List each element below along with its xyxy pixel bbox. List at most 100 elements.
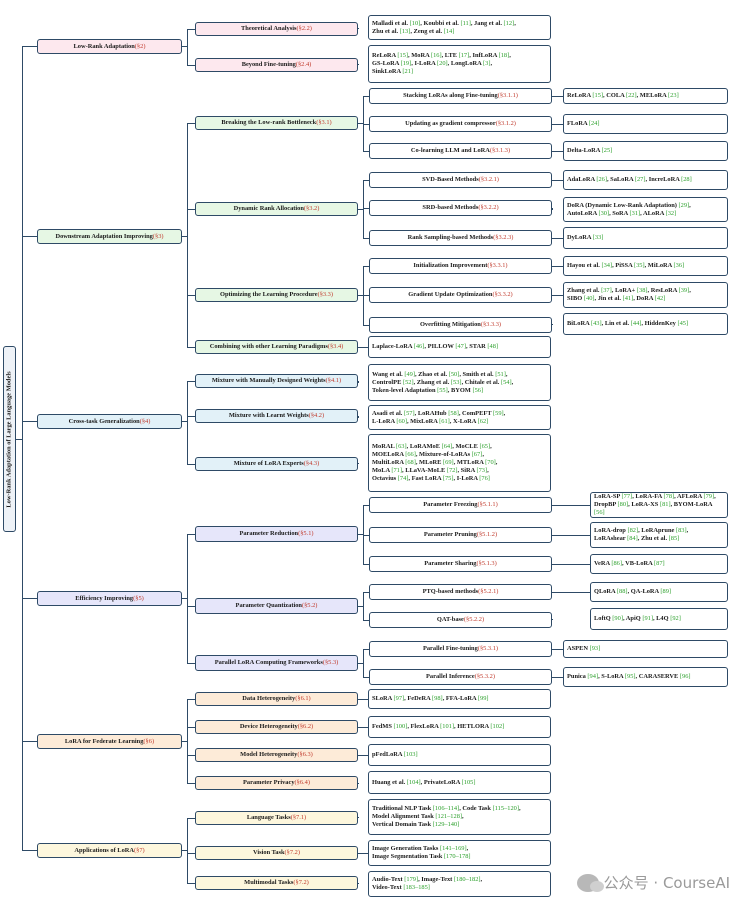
node-s521: PTQ-based methods (§5.2.1) — [369, 584, 552, 600]
method-name: Punica — [567, 673, 588, 680]
method-name: , Jin et al. — [594, 295, 623, 302]
citation-ref: [33] — [592, 234, 604, 241]
citation-ref: [91] — [642, 615, 653, 622]
method-name: , — [514, 19, 516, 27]
connector-line — [182, 236, 187, 237]
citation-ref: [40] — [583, 295, 595, 302]
method-name: Hayou et al. — [567, 262, 602, 269]
leaf-vt: Image Generation Tasks [141–169],Image S… — [368, 840, 551, 866]
node-lra: Low-Rank Adaptation(§2) — [37, 39, 182, 54]
node-label: SRD-based Methods — [422, 204, 479, 211]
method-name: , PiSSA — [612, 262, 634, 269]
node-lt: Language Tasks(§7.1) — [195, 811, 358, 825]
citation-ref: [46] — [413, 343, 425, 350]
leaf-s521: QLoRA [88], QA-LoRA [89] — [590, 582, 728, 602]
method-name: , PILLOW — [424, 343, 456, 350]
node-label: Mixture with Manually Designed Weights — [211, 377, 326, 384]
section-ref: (§5.2.2) — [463, 616, 485, 623]
connector-line — [363, 563, 369, 565]
method-name: , LongLoRA — [447, 60, 483, 67]
citation-ref: [37] — [601, 287, 612, 294]
section-ref: (§4.3) — [303, 460, 320, 467]
section-ref: (§5.2) — [301, 602, 318, 609]
section-ref: (§3) — [152, 232, 164, 240]
connector-line — [182, 46, 187, 47]
method-name: , MLoRE — [415, 459, 444, 466]
node-label: Parallel Inference — [426, 673, 475, 680]
node-label: Rank Sampling-based Methods — [407, 234, 494, 241]
leaf-line: Image Segmentation Task [170–178] — [372, 853, 471, 861]
leaf-content: LoRA-drop [82], LoRAprune [83],LoRAshear… — [594, 527, 688, 543]
section-ref: (§6.1) — [295, 695, 311, 702]
connector-line — [552, 179, 563, 181]
leaf-mt: Audio-Text [179], Image-Text [180–182],V… — [368, 871, 551, 897]
leaf-content: Hayou et al. [34], PiSSA [35], MiLoRA [3… — [567, 262, 684, 270]
section-ref: (§4.1) — [325, 377, 342, 384]
citation-ref: [73] — [476, 467, 488, 474]
method-name: , ComPEFT — [458, 409, 493, 417]
citation-ref: [179] — [404, 876, 419, 883]
connector-line — [187, 605, 195, 607]
leaf-line: LoRA-SP [77], LoRA-FA [78], AFLoRA [79], — [594, 493, 724, 501]
connector-line — [552, 648, 563, 650]
leaf-line: LoRAshear [84], Zhu et al. [85] — [594, 535, 688, 543]
connector-line — [358, 852, 368, 854]
method-name: , — [495, 459, 498, 466]
section-ref: (§7.1) — [290, 814, 307, 821]
connector-line — [358, 605, 363, 607]
method-name: , VB-LoRA — [622, 560, 655, 567]
leaf-cwo: Laplace-LoRA [46], PILLOW [47], STAR [48… — [368, 336, 551, 358]
connector-line — [552, 504, 590, 506]
leaf-content: DoRA (Dynamic Low-Rank Adaptation) [29],… — [567, 202, 691, 218]
method-name: , — [689, 201, 691, 209]
leaf-line: MoLA [71], LLaVA-MoLE [72], SiRA [73], — [372, 467, 497, 475]
method-name: DoRA (Dynamic Low-Rank Adaptation) — [567, 201, 679, 209]
citation-ref: [3] — [483, 60, 491, 67]
citation-ref: [47] — [455, 343, 466, 350]
method-name: LoRAshear — [594, 535, 628, 542]
node-label: Parameter Freezing — [423, 501, 478, 508]
node-label: Parallel LoRA Computing Frameworks — [214, 659, 323, 666]
citation-ref: [26] — [596, 176, 607, 183]
node-s333: Overfitting Mitigation(§3.3.3) — [369, 317, 552, 333]
node-s332: Gradient Update Optimization(§3.3.2) — [369, 287, 552, 303]
connector-line — [22, 741, 37, 742]
method-name: FLoRA — [567, 120, 589, 127]
method-name: , — [686, 527, 689, 534]
citation-ref: [20] — [437, 60, 448, 67]
citation-ref: [94] — [587, 673, 599, 680]
method-name: , — [714, 493, 716, 500]
section-ref: (§2.4) — [295, 61, 312, 68]
citation-ref: [129–140] — [432, 821, 460, 828]
connector-line — [186, 123, 188, 347]
citation-ref: [64] — [441, 443, 453, 450]
citation-ref: [27] — [634, 176, 646, 183]
citation-ref: [106–114] — [432, 805, 460, 812]
method-name: , — [511, 378, 514, 386]
method-name: , LoRA+ — [611, 287, 637, 294]
connector-line — [357, 416, 359, 418]
node-pqt: Parameter Quantization(§5.2) — [195, 598, 358, 614]
node-label: Parameter Sharing — [424, 560, 477, 567]
citation-ref: [74] — [397, 475, 409, 482]
leaf-content: ReLoRA [15], COLA [22], MELoRA [23] — [567, 92, 679, 100]
method-name: , PrivateLoRA — [420, 778, 462, 786]
section-ref: (§5.1.2) — [476, 531, 498, 538]
method-name: Huang et al. — [372, 778, 407, 786]
connector-line — [363, 179, 369, 181]
citation-ref: [180–182] — [453, 876, 481, 883]
method-name: , MoRA — [408, 52, 431, 59]
citation-ref: [61] — [439, 417, 450, 425]
node-label: Mixture of LoRA Experts — [233, 460, 304, 467]
node-label: Device Heterogeneity — [239, 723, 298, 730]
node-label: Cross-task Generalization — [68, 417, 140, 425]
citation-ref: [11] — [460, 19, 471, 27]
leaf-content: BiLoRA [43], Lin et al. [44], HiddenKey … — [567, 320, 688, 328]
citation-ref: [57] — [403, 409, 415, 417]
method-name: Asadi et al. — [372, 409, 404, 417]
citation-ref: [35] — [633, 262, 645, 269]
node-label: Parameter Quantization — [235, 602, 302, 609]
connector-line — [358, 754, 368, 756]
node-label: Efficiency Improving — [75, 594, 134, 602]
node-dai: Downstream Adaptation Improving(§3) — [37, 229, 182, 244]
